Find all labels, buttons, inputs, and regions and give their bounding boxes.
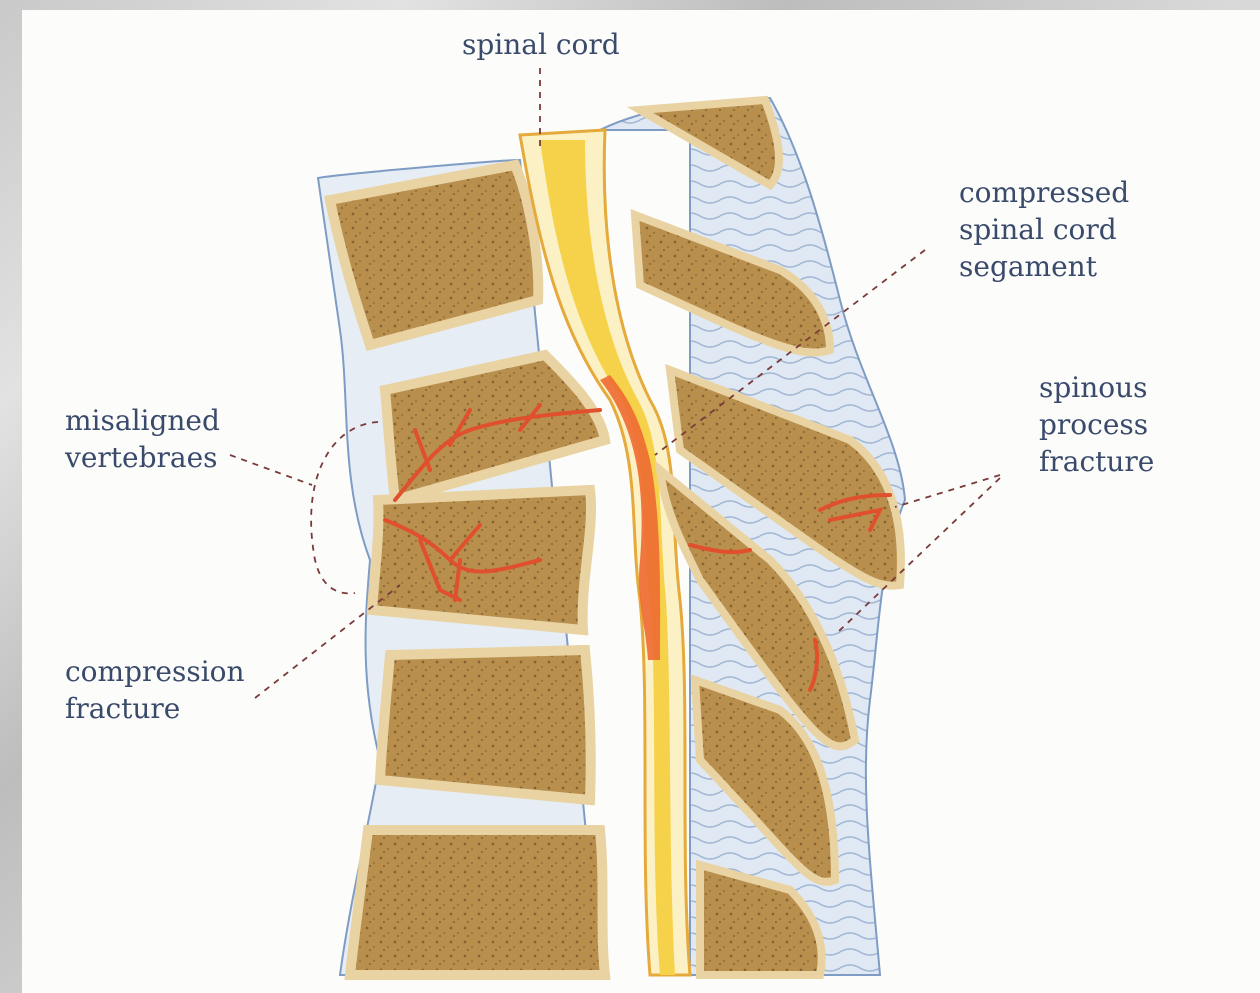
label-spinal-cord: spinal cord xyxy=(462,26,620,63)
label-spinous-process-fracture: spinous process fracture xyxy=(1039,369,1154,480)
label-compressed-spinal-cord-segment: compressed spinal cord segament xyxy=(959,174,1129,285)
label-misaligned-vertebrae: misaligned vertebraes xyxy=(65,402,220,476)
label-compression-fracture: compression fracture xyxy=(65,653,245,727)
